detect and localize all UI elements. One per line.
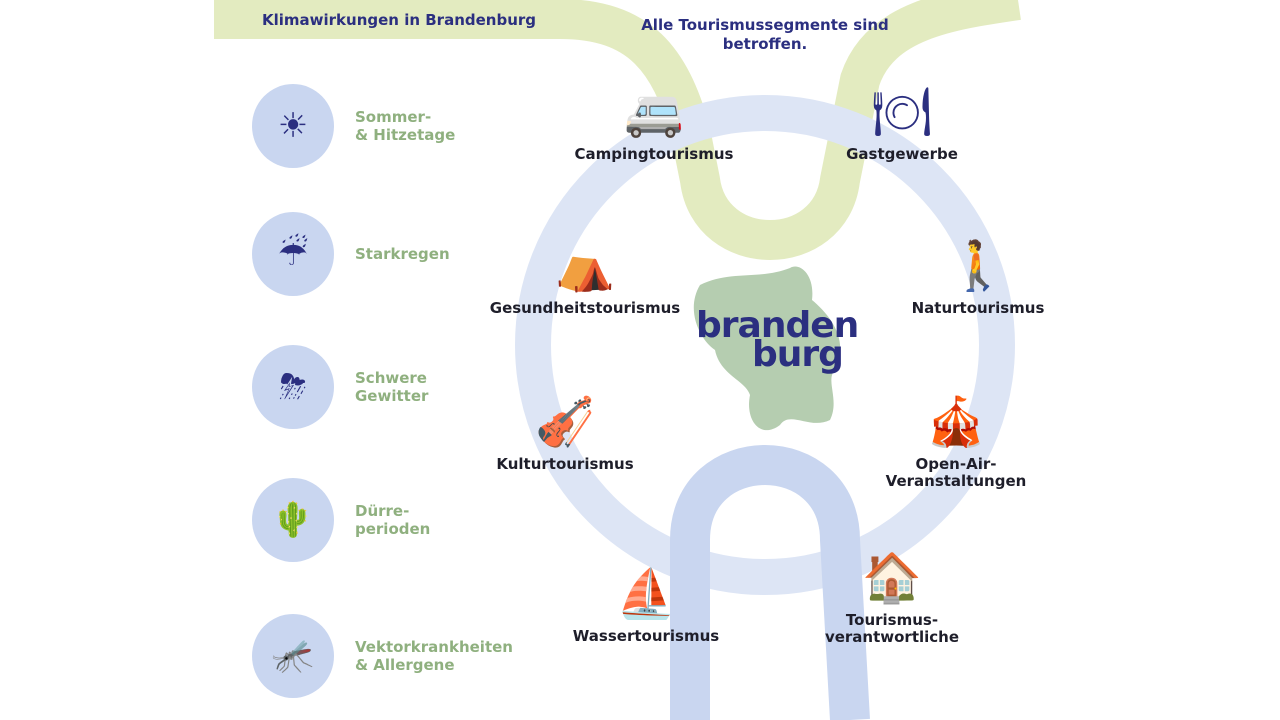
blue-ring [515, 95, 1015, 595]
segment-label: Tourismus- verantwortliche [824, 611, 960, 646]
sun-thermometer-icon: ☀ [252, 84, 334, 168]
segment-culture: 🎻 Kulturtourismus [465, 392, 665, 473]
impact-hot-days: ☀ Sommer- & Hitzetage [252, 84, 552, 168]
thunderstorm-icon: ⛈ [252, 345, 334, 429]
segment-open-air: 🎪 Open-Air- Veranstaltungen [856, 392, 1056, 490]
info-house-icon: 🏠 [862, 550, 922, 606]
restaurant-table-icon: 🍽 [871, 84, 933, 140]
hikers-icon: 🚶 [948, 238, 1008, 294]
impact-label: Schwere Gewitter [355, 369, 429, 405]
camper-van-icon: 🚐 [624, 84, 684, 140]
brandenburg-map [693, 266, 841, 431]
page-subtitle: Alle Tourismussegmente sind betroffen. [641, 16, 889, 53]
impact-label: Sommer- & Hitzetage [355, 108, 456, 144]
impact-vector-diseases: 🦟 Vektorkrankheiten & Allergene [252, 614, 552, 698]
drought-icon: 🌵 [252, 478, 334, 562]
impact-label: Starkregen [355, 245, 450, 263]
segment-camping: 🚐 Campingtourismus [554, 82, 754, 163]
segment-label: Naturtourismus [911, 299, 1045, 317]
segment-label: Open-Air- Veranstaltungen [885, 455, 1027, 490]
mosquito-icon: 🦟 [252, 614, 334, 698]
blue-arch [670, 445, 870, 720]
logo-line1: branden [696, 305, 859, 346]
green-band [214, 0, 1021, 260]
page-title: Klimawirkungen in Brandenburg [262, 11, 537, 29]
segment-label: Gastgewerbe [846, 145, 958, 163]
stage-crowd-icon: 🎪 [926, 394, 986, 450]
segment-water: ⛵ Wassertourismus [546, 564, 746, 645]
impact-heavy-rain: ☔ Starkregen [252, 212, 552, 296]
impact-label: Vektorkrankheiten & Allergene [355, 638, 513, 674]
segment-gastronomy: 🍽 Gastgewerbe [802, 82, 1002, 163]
rain-cloud-icon: ☔ [252, 212, 334, 296]
impact-drought: 🌵 Dürre- perioden [252, 478, 552, 562]
segment-label: Wassertourismus [572, 627, 720, 645]
segment-label: Campingtourismus [574, 145, 734, 163]
impact-thunderstorm: ⛈ Schwere Gewitter [252, 345, 552, 429]
yoga-tent-icon: ⛺ [555, 238, 615, 294]
logo-line2: burg [752, 334, 844, 375]
segment-nature: 🚶 Naturtourismus [878, 236, 1078, 317]
boat-icon: ⛵ [616, 566, 676, 622]
segment-health: ⛺ Gesundheitstourismus [485, 236, 685, 317]
orchestra-icon: 🎻 [535, 394, 595, 450]
segment-label: Kulturtourismus [496, 455, 634, 473]
impact-label: Dürre- perioden [355, 502, 431, 538]
segment-tourism-officials: 🏠 Tourismus- verantwortliche [792, 548, 992, 646]
segment-label: Gesundheitstourismus [489, 299, 681, 317]
brandenburg-logo: branden burg [696, 308, 859, 375]
